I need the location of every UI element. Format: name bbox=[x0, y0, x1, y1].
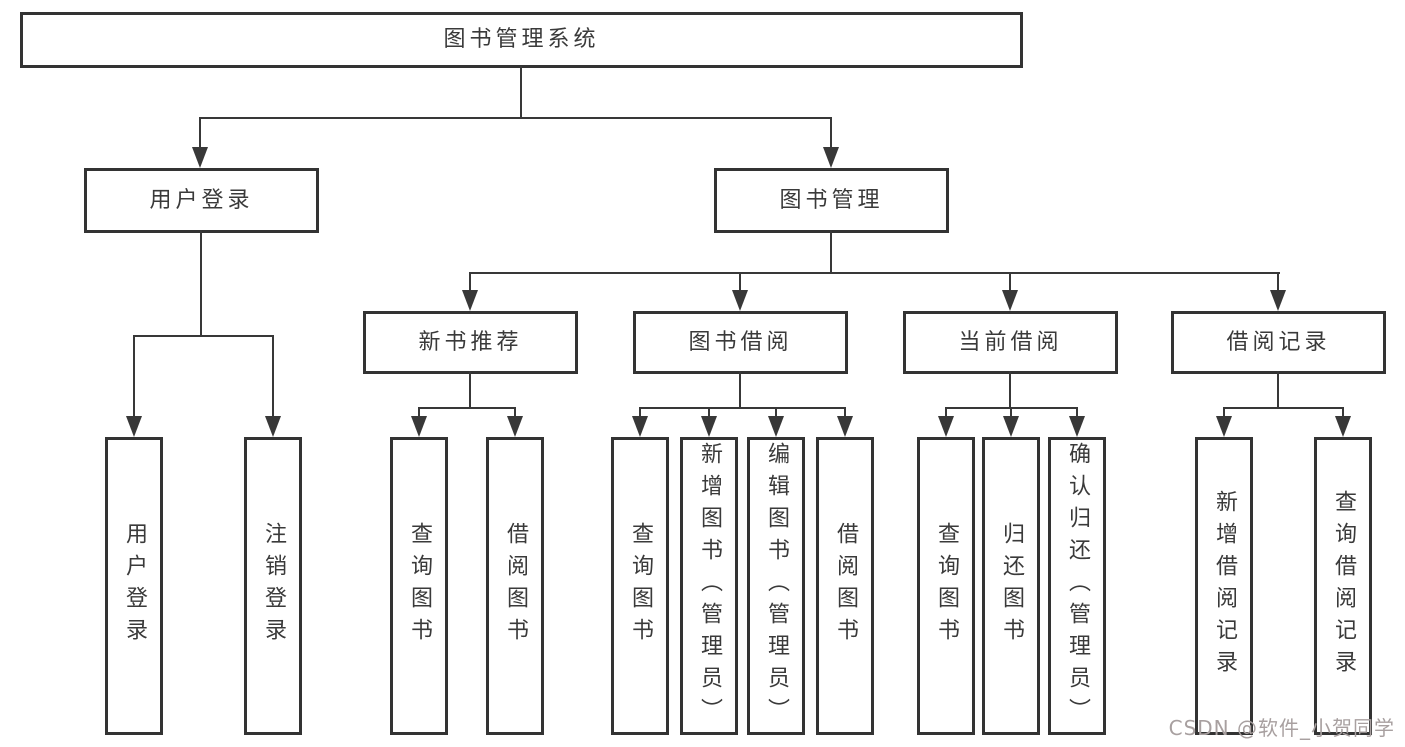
node-bb-borrow-books: 借阅图书 bbox=[816, 437, 874, 735]
node-user-login-leaf: 用户登录 bbox=[105, 437, 163, 735]
node-cb-return-books: 归还图书 bbox=[982, 437, 1040, 735]
connector-book-borrowing-stem bbox=[739, 371, 741, 409]
csdn-watermark: CSDN @软件_小贺同学 bbox=[1168, 716, 1395, 740]
connector-user-login-hline bbox=[133, 335, 274, 337]
node-bb-add-books-admin: 新增图书（管理员） bbox=[680, 437, 738, 735]
node-nb-borrow-books-label: 借阅图书 bbox=[503, 522, 528, 650]
node-borrowing-records-label: 借阅记录 bbox=[1226, 329, 1331, 355]
node-library-management-system-label: 图书管理系统 bbox=[443, 27, 600, 52]
node-bb-edit-books-admin: 编辑图书（管理员） bbox=[747, 437, 805, 735]
node-nb-query-books: 查询图书 bbox=[390, 437, 448, 735]
connector-current-borrowing-arrow-3 bbox=[1076, 407, 1078, 416]
connector-current-borrowing-arrow-2 bbox=[1010, 407, 1012, 416]
node-book-borrowing-label: 图书借阅 bbox=[688, 329, 793, 355]
node-cb-confirm-return-admin: 确认归还（管理员） bbox=[1048, 437, 1106, 735]
node-cb-return-books-label: 归还图书 bbox=[999, 522, 1024, 650]
connector-user-login-arrow-1 bbox=[133, 335, 135, 416]
node-nb-borrow-books: 借阅图书 bbox=[486, 437, 544, 735]
connector-new-book-arrow-1 bbox=[418, 407, 420, 416]
connector-user-login-stem bbox=[200, 230, 202, 337]
node-bb-add-books-admin-label: 新增图书（管理员） bbox=[697, 442, 722, 730]
connector-new-book-hline bbox=[418, 407, 516, 409]
node-br-add-borrow-record-label: 新增借阅记录 bbox=[1212, 490, 1237, 682]
connector-current-borrowing-arrow-1 bbox=[945, 407, 947, 416]
connector-book-borrowing-arrow-1 bbox=[639, 407, 641, 416]
connector-book-management-stem bbox=[830, 230, 832, 274]
connector-book-management-arrow-new-book bbox=[469, 272, 471, 290]
connector-root-hline bbox=[199, 117, 832, 119]
connector-borrowing-records-arrow-2 bbox=[1342, 407, 1344, 416]
connector-book-borrowing-arrow-3 bbox=[775, 407, 777, 416]
connector-borrowing-records-arrow-1 bbox=[1223, 407, 1225, 416]
connector-borrowing-records-stem bbox=[1277, 371, 1279, 409]
node-br-query-borrow-record: 查询借阅记录 bbox=[1314, 437, 1372, 735]
node-book-borrowing: 图书借阅 bbox=[633, 311, 848, 374]
connector-root-arrow-book-management bbox=[830, 117, 832, 147]
connector-new-book-stem bbox=[469, 371, 471, 409]
connector-borrowing-records-hline bbox=[1223, 407, 1344, 409]
node-book-management: 图书管理 bbox=[714, 168, 949, 233]
connector-current-borrowing-stem bbox=[1009, 371, 1011, 409]
connector-book-management-arrow-current-borrowing bbox=[1009, 272, 1011, 290]
node-new-book-recommendation-label: 新书推荐 bbox=[418, 329, 523, 355]
node-cb-confirm-return-admin-label: 确认归还（管理员） bbox=[1065, 442, 1090, 730]
node-nb-query-books-label: 查询图书 bbox=[407, 522, 432, 650]
connector-root-arrow-user-login bbox=[199, 117, 201, 147]
connector-root-stem bbox=[520, 66, 522, 119]
node-cb-query-books-label: 查询图书 bbox=[934, 522, 959, 650]
node-br-add-borrow-record: 新增借阅记录 bbox=[1195, 437, 1253, 735]
connector-book-borrowing-arrow-2 bbox=[708, 407, 710, 416]
node-bb-query-books-label: 查询图书 bbox=[628, 522, 653, 650]
connector-book-management-arrow-book-borrowing bbox=[739, 272, 741, 290]
node-bb-edit-books-admin-label: 编辑图书（管理员） bbox=[764, 442, 789, 730]
node-user-login: 用户登录 bbox=[84, 168, 319, 233]
connector-book-management-arrow-borrowing-records bbox=[1277, 272, 1279, 290]
node-cb-query-books: 查询图书 bbox=[917, 437, 975, 735]
node-br-query-borrow-record-label: 查询借阅记录 bbox=[1331, 490, 1356, 682]
node-logout-label: 注销登录 bbox=[261, 522, 286, 650]
node-bb-borrow-books-label: 借阅图书 bbox=[833, 522, 858, 650]
node-user-login-leaf-label: 用户登录 bbox=[122, 522, 147, 650]
connector-new-book-arrow-2 bbox=[514, 407, 516, 416]
node-current-borrowing: 当前借阅 bbox=[903, 311, 1118, 374]
node-borrowing-records: 借阅记录 bbox=[1171, 311, 1386, 374]
connector-book-borrowing-hline bbox=[639, 407, 846, 409]
node-bb-query-books: 查询图书 bbox=[611, 437, 669, 735]
node-user-login-label: 用户登录 bbox=[149, 187, 254, 213]
node-library-management-system: 图书管理系统 bbox=[20, 12, 1023, 68]
node-book-management-label: 图书管理 bbox=[779, 187, 884, 213]
connector-book-management-hline bbox=[469, 272, 1280, 274]
connector-user-login-arrow-2 bbox=[272, 335, 274, 416]
node-new-book-recommendation: 新书推荐 bbox=[363, 311, 578, 374]
node-current-borrowing-label: 当前借阅 bbox=[958, 329, 1063, 355]
node-logout: 注销登录 bbox=[244, 437, 302, 735]
connector-book-borrowing-arrow-4 bbox=[844, 407, 846, 416]
